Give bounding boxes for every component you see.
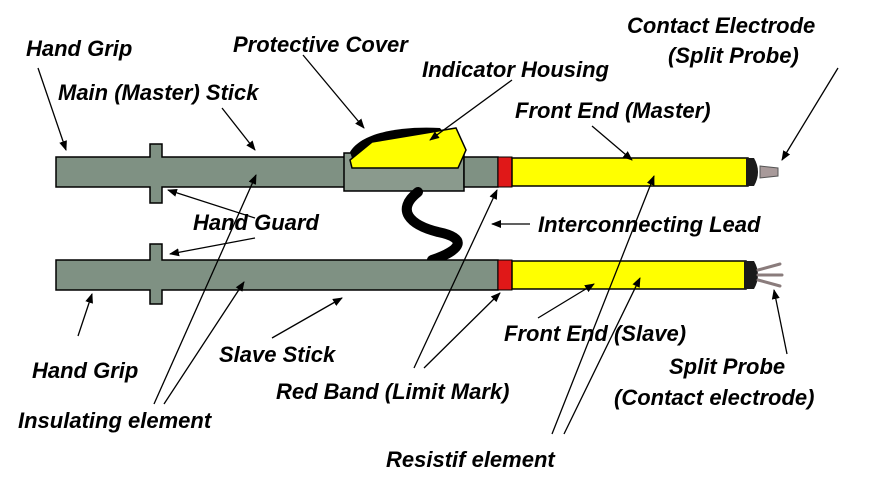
label-hand-guard: Hand Guard — [193, 210, 319, 235]
label-hand-grip-bottom: Hand Grip — [32, 358, 138, 383]
label-contact-electrode-1: Contact Electrode — [627, 13, 815, 38]
leader-lines — [37, 54, 839, 435]
label-hand-grip-top: Hand Grip — [26, 36, 132, 61]
slave-tip-cap — [744, 261, 758, 289]
label-front-end-master: Front End (Master) — [515, 98, 711, 123]
slave-stick-assembly — [55, 243, 784, 305]
label-split-probe-1: Split Probe — [669, 354, 785, 379]
label-slave-stick: Slave Stick — [219, 342, 337, 367]
master-hand-grip — [55, 143, 347, 204]
label-contact-electrode-2: (Split Probe) — [668, 43, 799, 68]
master-front-end — [511, 157, 749, 187]
label-protective-cover: Protective Cover — [233, 32, 409, 57]
label-split-probe-2: (Contact electrode) — [614, 385, 814, 410]
label-red-band: Red Band (Limit Mark) — [276, 379, 509, 404]
label-indicator-housing: Indicator Housing — [422, 57, 610, 82]
labels: Hand Grip Main (Master) Stick Protective… — [18, 13, 815, 472]
master-stick-segment — [463, 156, 499, 188]
slave-split-probe — [756, 262, 784, 288]
label-interconnecting-lead: Interconnecting Lead — [538, 212, 761, 237]
master-tip-cap — [746, 158, 758, 186]
slave-red-band — [497, 259, 513, 291]
label-insulating-element: Insulating element — [18, 408, 213, 433]
label-main-stick: Main (Master) Stick — [58, 80, 260, 105]
slave-hand-grip — [55, 243, 499, 305]
interconnecting-lead-cable — [401, 187, 463, 265]
label-resistif-element: Resistif element — [386, 447, 556, 472]
label-front-end-slave: Front End (Slave) — [504, 321, 686, 346]
slave-front-end — [511, 260, 747, 290]
master-red-band — [497, 156, 513, 188]
master-probe — [759, 165, 779, 179]
